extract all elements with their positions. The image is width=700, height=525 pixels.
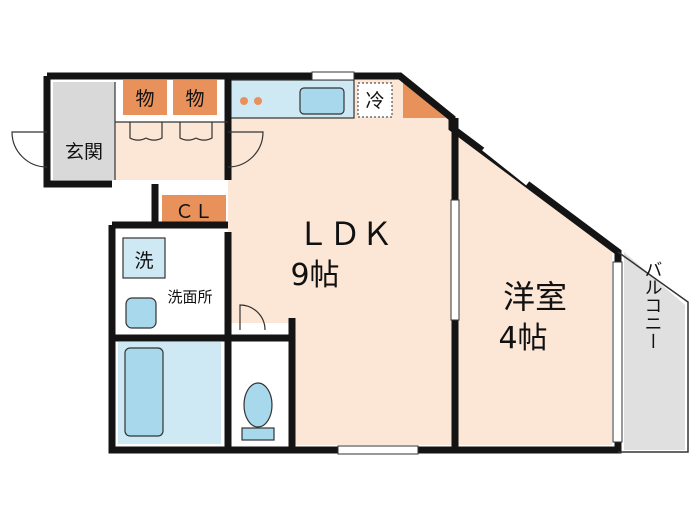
door-swings xyxy=(11,122,266,331)
fridge-box xyxy=(357,82,393,118)
stove-burner-right xyxy=(254,97,262,105)
balcony-rail xyxy=(617,251,689,453)
ldk-label: ＬＤＫ xyxy=(297,215,393,253)
ldk-floor xyxy=(228,118,452,445)
washer-box xyxy=(122,237,166,279)
balcony-floor xyxy=(624,252,685,450)
vanity-basin xyxy=(125,297,157,329)
washroom-label: 洗面所 xyxy=(167,288,212,306)
toilet-bowl xyxy=(243,382,273,428)
walls xyxy=(43,72,622,454)
entrance-floor xyxy=(53,82,115,180)
closet-label: ＣＬ xyxy=(175,201,213,223)
ldk-size-label: 9帖 xyxy=(290,258,339,293)
storage-2-label: 物 xyxy=(185,88,204,110)
storage-unit-2 xyxy=(173,80,217,115)
bathtub xyxy=(124,347,164,437)
hall-floor xyxy=(115,122,228,180)
fridge-label: 冷 xyxy=(365,90,384,112)
entrance-label: 玄関 xyxy=(65,141,103,163)
toilet-tank xyxy=(241,427,275,441)
storage-unit-1 xyxy=(123,80,167,115)
western-room-label: 洋室 xyxy=(503,278,567,316)
closet-unit xyxy=(162,195,226,225)
western-room-floor xyxy=(456,128,612,445)
western-room-size-label: 4帖 xyxy=(498,321,547,356)
stove-burner-left xyxy=(240,97,248,105)
storage-1-label: 物 xyxy=(135,88,154,110)
windows xyxy=(311,71,623,455)
kitchen-sink xyxy=(299,87,345,115)
balcony-label: バルコニー xyxy=(642,260,663,350)
washer-label: 洗 xyxy=(134,250,153,272)
